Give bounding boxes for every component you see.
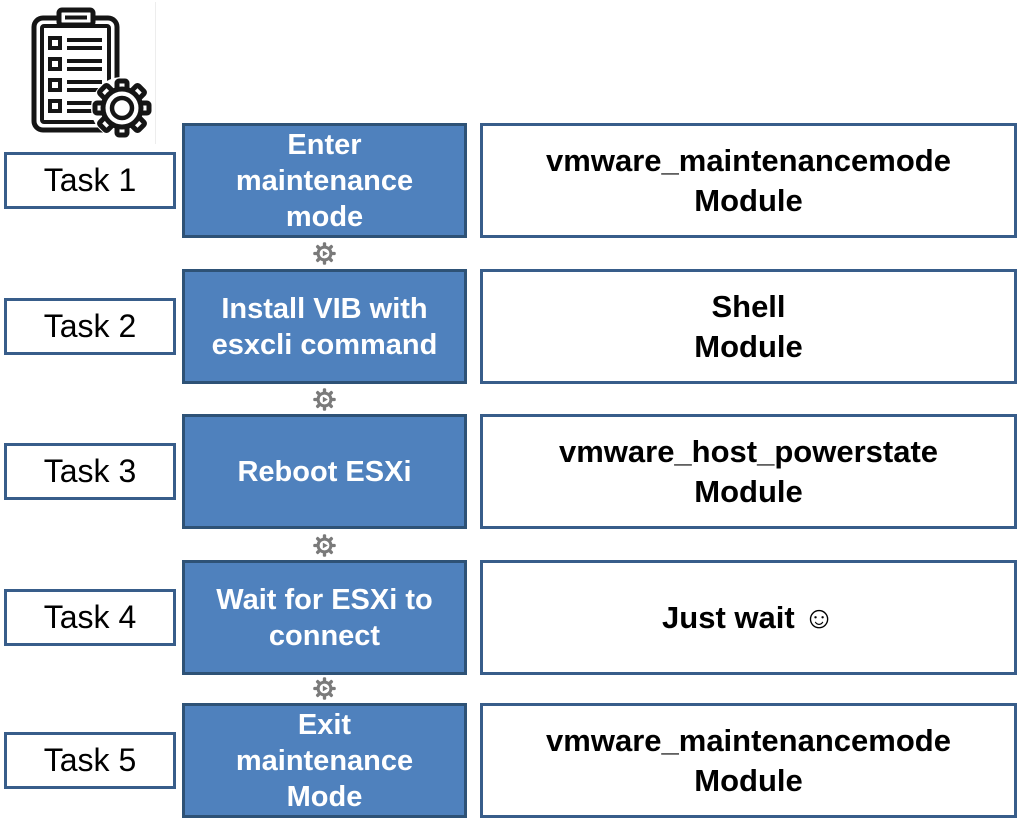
module-line: Module bbox=[694, 328, 803, 364]
task-4-label-box: Task 4 bbox=[4, 589, 176, 646]
action-line: Reboot ESXi bbox=[237, 455, 412, 488]
module-box-vmware-maintenancemode: vmware_maintenancemode Module bbox=[480, 123, 1017, 238]
action-line: maintenance bbox=[235, 744, 414, 777]
gear-connector-icon bbox=[312, 241, 337, 266]
task-label: Task 5 bbox=[43, 742, 137, 778]
module-box-vmware-host-powerstate: vmware_host_powerstate Module bbox=[480, 414, 1017, 529]
task-label: Task 1 bbox=[43, 162, 137, 198]
module-line: Module bbox=[694, 473, 803, 509]
action-box-install-vib: Install VIB with esxcli command bbox=[182, 269, 467, 384]
module-line: vmware_host_powerstate bbox=[558, 433, 939, 469]
action-line: Wait for ESXi to bbox=[216, 583, 433, 616]
gear-connector-icon bbox=[312, 387, 337, 412]
action-line: mode bbox=[285, 200, 364, 233]
task-1-label-box: Task 1 bbox=[4, 152, 176, 209]
gear-connector-icon bbox=[312, 533, 337, 558]
module-box-just-wait: Just wait ☺ bbox=[480, 560, 1017, 675]
task-5-label-box: Task 5 bbox=[4, 732, 176, 789]
action-line: Install VIB with bbox=[221, 292, 428, 325]
module-line: Module bbox=[694, 762, 803, 798]
module-line: Just wait ☺ bbox=[662, 599, 835, 635]
action-box-exit-maintenance: Exit maintenance Mode bbox=[182, 703, 467, 818]
module-line: Module bbox=[694, 182, 803, 218]
module-box-vmware-maintenancemode: vmware_maintenancemode Module bbox=[480, 703, 1017, 818]
module-line: vmware_maintenancemode bbox=[546, 142, 951, 178]
action-line: connect bbox=[268, 619, 381, 652]
task-3-label-box: Task 3 bbox=[4, 443, 176, 500]
action-line: Exit bbox=[297, 708, 352, 741]
action-line: Enter bbox=[287, 128, 362, 161]
task-label: Task 3 bbox=[43, 453, 137, 489]
action-line: esxcli command bbox=[211, 328, 438, 361]
module-box-shell: Shell Module bbox=[480, 269, 1017, 384]
action-box-wait-for-esxi: Wait for ESXi to connect bbox=[182, 560, 467, 675]
module-line: Shell bbox=[711, 288, 786, 324]
action-line: Mode bbox=[286, 780, 363, 813]
task-label: Task 2 bbox=[43, 308, 137, 344]
gear-connector-icon bbox=[312, 676, 337, 701]
task-label: Task 4 bbox=[43, 599, 137, 635]
task-2-label-box: Task 2 bbox=[4, 298, 176, 355]
checklist-gear-icon bbox=[6, 2, 156, 144]
action-box-enter-maintenance: Enter maintenance mode bbox=[182, 123, 467, 238]
module-line: vmware_maintenancemode bbox=[546, 722, 951, 758]
action-box-reboot-esxi: Reboot ESXi bbox=[182, 414, 467, 529]
action-line: maintenance bbox=[235, 164, 414, 197]
